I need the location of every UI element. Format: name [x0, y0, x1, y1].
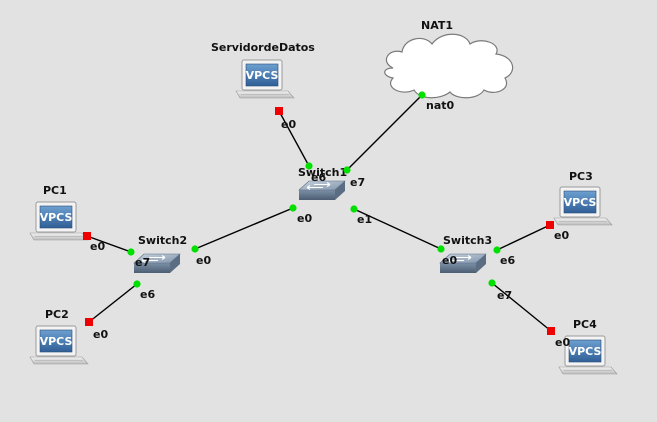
servidor-label: ServidordeDatos — [211, 41, 315, 54]
port-label-switch2-e7: e7 — [135, 256, 150, 269]
port-label-switch1-e6: e6 — [311, 171, 326, 184]
link-switch3-pc4[interactable] — [491, 282, 552, 332]
servidor-computer-icon[interactable]: VPCS — [235, 59, 295, 99]
port-label-switch3-e7: e7 — [497, 289, 512, 302]
pc4-e0-status-dot — [547, 327, 555, 335]
pc3-vpcs-text: VPCS — [564, 196, 597, 209]
port-label-switch1-e1: e1 — [357, 213, 372, 226]
switch1-e7-status-dot — [343, 166, 351, 174]
pc4-vpcs-text: VPCS — [569, 345, 602, 358]
servidor-vpcs-text: VPCS — [246, 69, 279, 82]
switch2-e6-status-dot — [133, 280, 141, 288]
port-label-pc3-e0: e0 — [554, 229, 569, 242]
port-label-pc2-e0: e0 — [93, 328, 108, 341]
link-pc1-switch2[interactable] — [86, 235, 132, 253]
switch2-label: Switch2 — [138, 234, 187, 247]
pc1-vpcs-text: VPCS — [40, 211, 73, 224]
nat1-label: NAT1 — [421, 19, 453, 32]
link-switch3-pc3[interactable] — [496, 224, 551, 251]
nat1-cloud[interactable] — [384, 33, 514, 99]
switch3-e7-status-dot — [488, 279, 496, 287]
port-label-pc1-e0: e0 — [90, 240, 105, 253]
pc3-label: PC3 — [569, 170, 593, 183]
switch2-e0-status-dot — [191, 245, 199, 253]
pc2-label: PC2 — [45, 308, 69, 321]
port-label-servidor-e0: e0 — [281, 118, 296, 131]
pc2-e0-status-dot — [85, 318, 93, 326]
pc1-label: PC1 — [43, 184, 67, 197]
switch2-e7-status-dot — [127, 248, 135, 256]
switch1-e6-status-dot — [305, 162, 313, 170]
port-label-switch3-e0: e0 — [442, 254, 457, 267]
port-label-switch1-e0: e0 — [297, 212, 312, 225]
port-label-nat1-nat0: nat0 — [426, 99, 455, 112]
switch3-e6-status-dot — [493, 246, 501, 254]
link-pc2-switch2[interactable] — [88, 283, 138, 323]
port-label-switch2-e0: e0 — [196, 254, 211, 267]
link-status-indicators — [83, 91, 555, 335]
link-nat1-switch1[interactable] — [346, 94, 423, 171]
switch3-label: Switch3 — [443, 234, 492, 247]
pc3-computer-icon[interactable]: VPCS — [553, 186, 613, 226]
port-label-switch2-e6: e6 — [140, 288, 155, 301]
port-label-switch1-e7: e7 — [350, 176, 365, 189]
link-servidor-switch1[interactable] — [278, 110, 310, 167]
pc4-computer-icon[interactable]: VPCS — [558, 335, 618, 375]
nat1-nat0-status-dot — [418, 91, 426, 99]
pc1-computer-icon[interactable]: VPCS — [29, 201, 89, 241]
link-switch1-switch3[interactable] — [353, 208, 442, 250]
port-label-switch3-e6: e6 — [500, 254, 515, 267]
servidor-e0-status-dot — [275, 107, 283, 115]
pc2-vpcs-text: VPCS — [40, 335, 73, 348]
port-labels: e0 e6 nat0 e7 e0 e1 e0 e7 e6 e0 e0 e0 e6… — [90, 99, 570, 349]
links — [86, 94, 552, 332]
switch1-e1-status-dot — [350, 205, 358, 213]
pc2-computer-icon[interactable]: VPCS — [29, 325, 89, 365]
port-label-pc4-e0: e0 — [555, 336, 570, 349]
switch3-e0-status-dot — [437, 245, 445, 253]
link-switch1-switch2[interactable] — [194, 207, 294, 250]
pc1-e0-status-dot — [83, 232, 91, 240]
switch1-e0-status-dot — [289, 204, 297, 212]
pc4-label: PC4 — [573, 318, 597, 331]
pc3-e0-status-dot — [546, 221, 554, 229]
